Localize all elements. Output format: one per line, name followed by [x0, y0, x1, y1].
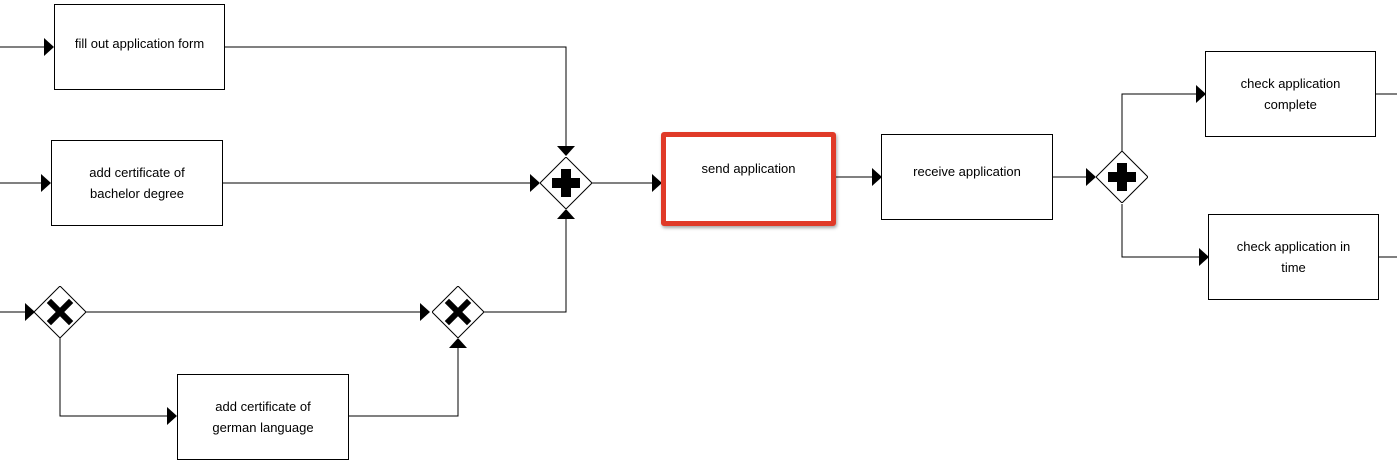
flow-split-to-german — [59, 338, 168, 417]
task-check-application-complete[interactable]: check application complete — [1205, 51, 1376, 137]
task-send-application[interactable]: send application — [661, 132, 836, 226]
arrow-split-to-join — [420, 303, 430, 321]
task-add-certificate-bachelor-degree[interactable]: add certificate of bachelor degree — [51, 140, 223, 226]
task-check-application-in-time[interactable]: check application in time — [1208, 214, 1379, 300]
gateway-exclusive-join[interactable] — [432, 286, 484, 338]
arrow-to-fill-out-form — [44, 38, 54, 56]
arrow-to-exclusive-split — [25, 303, 35, 321]
arrow-german-to-join — [449, 338, 467, 348]
x-icon — [46, 298, 74, 326]
arrow-bachelor-to-join — [530, 174, 540, 192]
arrow-join-to-send — [652, 174, 662, 192]
plus-icon — [552, 169, 580, 197]
arrow-to-bachelor — [41, 174, 51, 192]
gateway-parallel-split[interactable] — [1096, 151, 1148, 203]
arrow-receive-to-split — [1086, 168, 1096, 186]
arrow-form-to-join — [557, 146, 575, 156]
x-icon — [444, 298, 472, 326]
gateway-exclusive-split[interactable] — [34, 286, 86, 338]
gateway-parallel-join[interactable] — [540, 157, 592, 209]
arrow-split-to-complete — [1196, 85, 1206, 103]
flow-split-to-in-time — [1121, 204, 1200, 258]
arrow-split-to-in-time — [1199, 248, 1209, 266]
flow-split-to-complete — [1121, 93, 1197, 152]
flow-form-to-join — [224, 46, 567, 147]
flow-join-to-parallel — [484, 218, 567, 313]
flow-german-to-join — [348, 347, 459, 417]
arrow-join-to-parallel — [557, 209, 575, 219]
task-add-certificate-german-language[interactable]: add certificate of german language — [177, 374, 349, 460]
arrow-split-to-german — [167, 407, 177, 425]
plus-icon — [1108, 163, 1136, 191]
arrow-send-to-receive — [872, 168, 882, 186]
task-fill-out-application-form[interactable]: fill out application form — [54, 4, 225, 90]
task-receive-application[interactable]: receive application — [881, 134, 1053, 220]
arrowheads — [25, 38, 1209, 425]
